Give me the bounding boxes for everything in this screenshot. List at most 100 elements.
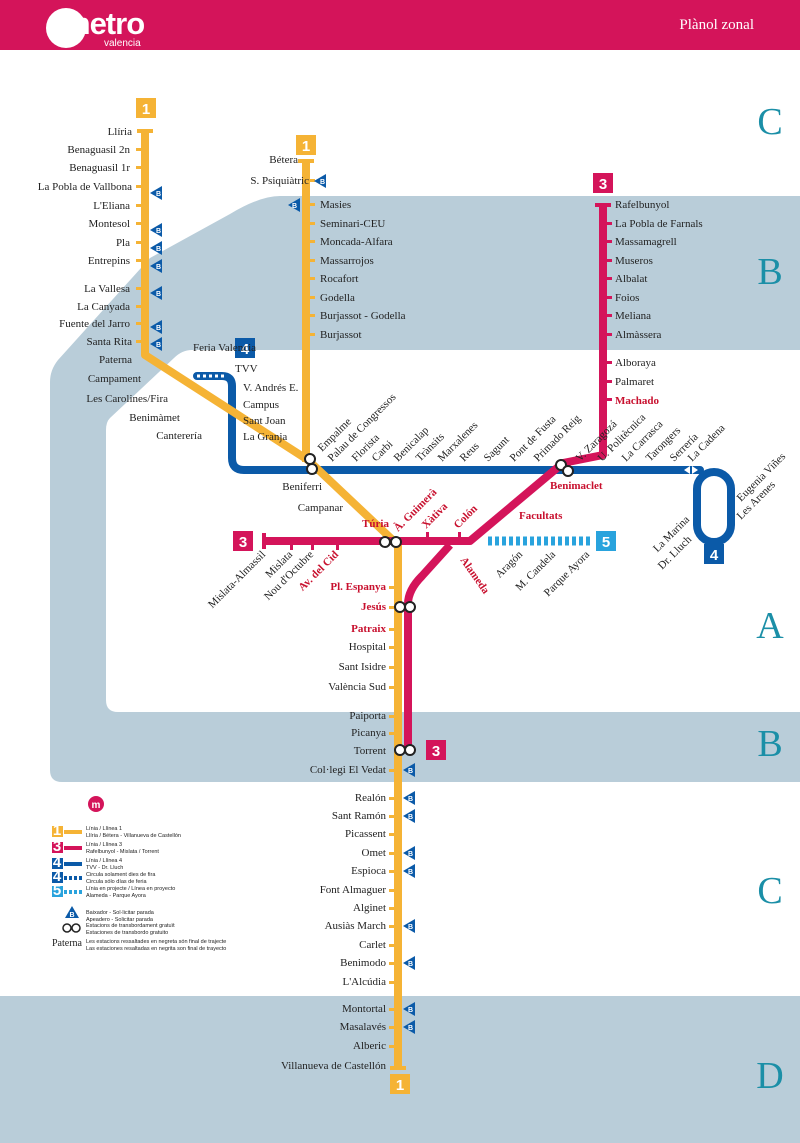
station-label-benimamet: Benimàmet <box>129 412 180 424</box>
svg-text:B: B <box>156 264 161 271</box>
svg-text:B: B <box>156 246 161 253</box>
station-label-paiporta: Paiporta <box>349 710 386 722</box>
svg-text:B: B <box>408 796 413 803</box>
station-label-burjassot: Burjassot <box>320 329 362 341</box>
svg-text:Línia / Llínea 4: Línia / Llínea 4 <box>86 858 122 864</box>
line-1-badge-llirla: 1 <box>136 98 156 118</box>
bus-marker-ausias-march: B <box>403 919 415 933</box>
bus-marker-la-vallesa: B <box>150 286 162 300</box>
station-label-canterería: Canterería <box>156 430 202 442</box>
station-label-tvv: TVV <box>235 363 258 375</box>
station-label-rafelbunyol: Rafelbunyol <box>615 199 669 211</box>
bus-marker-masies: B <box>288 198 300 212</box>
svg-text:Estaciones de transbordo gratu: Estaciones de transbordo gratuito <box>86 930 168 936</box>
svg-text:Estacions de transbordament gr: Estacions de transbordament gratuït <box>86 923 175 929</box>
bus-marker-benimodo: B <box>403 956 415 970</box>
svg-text:B: B <box>156 291 161 298</box>
svg-text:Línia / Llínea 3: Línia / Llínea 3 <box>86 842 122 848</box>
legend-line-5: 5 Línia en projecte / Línea en proyecto … <box>52 882 175 899</box>
svg-text:1: 1 <box>302 138 310 155</box>
svg-text:B: B <box>320 179 325 186</box>
station-ticks <box>136 148 612 1048</box>
station-label-masies: Masies <box>320 199 351 211</box>
line-4-loop-direction-arrows <box>684 466 718 535</box>
svg-text:1: 1 <box>396 1077 404 1094</box>
legend-line-4-fair: 4 Circula solament dies de fira Circula … <box>52 868 156 885</box>
station-label-benaguasil-1r: Benaguasil 1r <box>69 162 130 174</box>
svg-text:B: B <box>156 325 161 332</box>
line-3-terminal-bars <box>262 203 611 549</box>
station-label-jesus: Jesús <box>361 601 387 613</box>
station-label-foios: Foios <box>615 292 639 304</box>
station-label-massamagrell: Massamagrell <box>615 236 677 248</box>
interchange-jesus <box>394 601 416 613</box>
station-label-facultats: Facultats <box>519 510 563 522</box>
svg-text:Baixador - Sol·licitar parada: Baixador - Sol·licitar parada <box>86 910 155 916</box>
svg-text:B: B <box>156 228 161 235</box>
station-label-espioca: Espioca <box>351 865 386 877</box>
station-label-s-psiquiatric: S. Psiquiàtric <box>250 175 309 187</box>
bus-marker-fuente-del-jarro: B <box>150 320 162 334</box>
svg-text:3: 3 <box>599 176 607 193</box>
station-label-la-canyada: La Canyada <box>77 301 130 313</box>
svg-text:Paterna: Paterna <box>52 938 83 949</box>
svg-text:Las estaciones resaltadas en n: Las estaciones resaltadas en negrita son… <box>86 946 226 952</box>
svg-text:TVV - Dr. Lluch: TVV - Dr. Lluch <box>86 865 123 871</box>
station-label-la-pobla-de-farnals: La Pobla de Farnals <box>615 218 703 230</box>
line-3-badge-rafelbunyol: 3 <box>593 173 613 193</box>
metro-logo-icon: m <box>88 796 104 812</box>
svg-text:B: B <box>408 961 413 968</box>
station-label-beniferri: Beniferri <box>282 481 322 493</box>
zone-label-a: A <box>756 605 784 647</box>
station-label-seminari-ceu: Seminari-CEU <box>320 218 385 230</box>
legend-bus-stop: B Baixador - Sol·licitar parada Apeadero… <box>65 906 155 923</box>
station-label-picassent: Picassent <box>345 828 386 840</box>
station-label-lalcudia: L'Alcúdia <box>342 976 386 988</box>
line-4-track <box>193 372 735 546</box>
station-label-betera: Bétera <box>269 154 298 166</box>
station-label-rocafort: Rocafort <box>320 273 358 285</box>
station-label-entrepins: Entrepins <box>88 255 130 267</box>
svg-text:4: 4 <box>710 547 719 564</box>
header-bar: metro valencia Plànol zonal <box>0 0 800 50</box>
svg-text:Apeadero - Solicitar parada: Apeadero - Solicitar parada <box>86 917 154 923</box>
legend-line-3: 3 Línia / Llínea 3 Rafelbunyol - Mislata… <box>52 838 159 855</box>
station-label-pl-espanya: Pl. Espanya <box>330 581 386 593</box>
station-label-font-almaguer: Font Almaguer <box>320 884 387 896</box>
station-label-santa-rita: Santa Rita <box>86 336 132 348</box>
bus-marker-realon: B <box>403 791 415 805</box>
station-label-campanar: Campanar <box>298 502 344 514</box>
legend-terminal: Paterna Les estacions ressaltades en neg… <box>52 938 226 952</box>
station-label-carlet: Carlet <box>359 939 386 951</box>
zone-label-b: B <box>757 251 782 293</box>
station-label-leliana: L'Eliana <box>93 200 130 212</box>
station-label-la-pobla-de-vallbona: La Pobla de Vallbona <box>38 181 132 193</box>
station-label-godella: Godella <box>320 292 355 304</box>
bus-marker-col-legi-el-vedat: B <box>403 763 415 777</box>
station-label-campus: Campus <box>243 399 279 411</box>
svg-text:5: 5 <box>602 534 610 551</box>
bus-marker-s-psiquiatric: B <box>314 174 326 188</box>
svg-text:3: 3 <box>432 743 440 760</box>
svg-text:4: 4 <box>53 868 62 885</box>
station-label-sant-isidre: Sant Isidre <box>339 661 386 673</box>
station-label-les-carolines-fira: Les Carolines/Fira <box>86 393 168 405</box>
svg-text:Alameda - Parque Ayora: Alameda - Parque Ayora <box>86 893 147 899</box>
svg-text:3: 3 <box>239 534 247 551</box>
svg-text:Les estacions ressaltades en n: Les estacions ressaltades en negreta són… <box>86 939 226 945</box>
station-label-hospital: Hospital <box>349 641 386 653</box>
station-label-patraix: Patraix <box>351 623 386 635</box>
svg-text:B: B <box>292 203 297 210</box>
line-5-badge: 5 <box>596 531 616 551</box>
station-label-sant-joan: Sant Joan <box>243 415 286 427</box>
metro-logo-subtitle: valencia <box>104 38 141 49</box>
station-label-alginet: Alginet <box>353 902 386 914</box>
interchange-torrent <box>394 744 416 756</box>
station-label-meliana: Meliana <box>615 310 651 322</box>
station-label-fuente-del-jarro: Fuente del Jarro <box>59 318 130 330</box>
svg-text:B: B <box>408 1007 413 1014</box>
bus-marker-montesol: B <box>150 223 162 237</box>
line-3-badge-torrent: 3 <box>426 740 446 760</box>
station-label-alboraya: Alboraya <box>615 357 656 369</box>
